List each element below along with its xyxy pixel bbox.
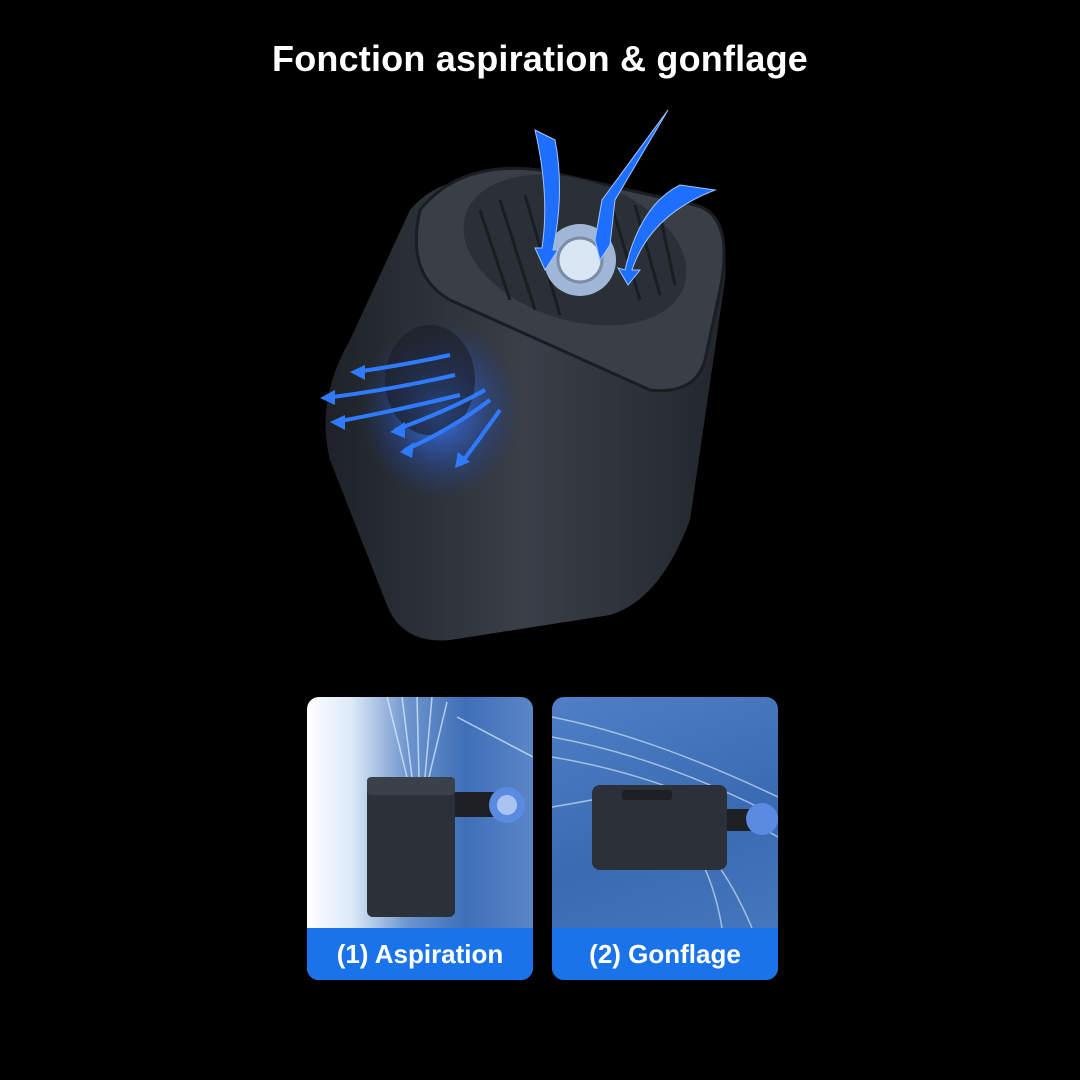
mode-label-aspiration: (1) Aspiration (307, 928, 533, 980)
product-hero-image (310, 100, 750, 660)
mode-label-gonflage: (2) Gonflage (552, 928, 778, 980)
mode-card-gonflage: (2) Gonflage (552, 697, 778, 980)
gonflage-scene-image (552, 716, 778, 928)
aspiration-scene-image (367, 697, 533, 917)
page-title: Fonction aspiration & gonflage (272, 38, 808, 79)
air-pump-illustration (320, 109, 726, 641)
mode-card-aspiration: (1) Aspiration (307, 697, 533, 980)
